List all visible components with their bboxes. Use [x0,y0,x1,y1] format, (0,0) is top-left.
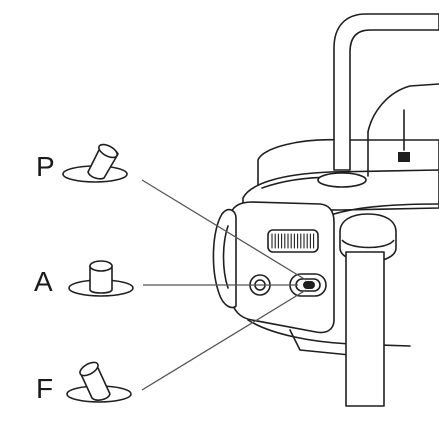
position-f: F [36,361,132,404]
position-label-a: A [34,266,53,297]
leader-line-f [141,289,307,391]
mode-switch-slot [289,273,327,297]
dial-wheel [267,229,319,253]
position-p: P [36,143,128,183]
remote-controller-illustration [212,13,439,407]
switch-icon-f [66,361,132,403]
leader-line-p [141,179,307,281]
position-label-p: P [36,151,55,182]
position-a: A [34,260,134,297]
control-stick [339,213,397,407]
switch-icon-a [68,260,134,297]
leader-lines [141,179,307,391]
position-label-f: F [36,373,53,404]
switch-icon-p [62,143,128,183]
